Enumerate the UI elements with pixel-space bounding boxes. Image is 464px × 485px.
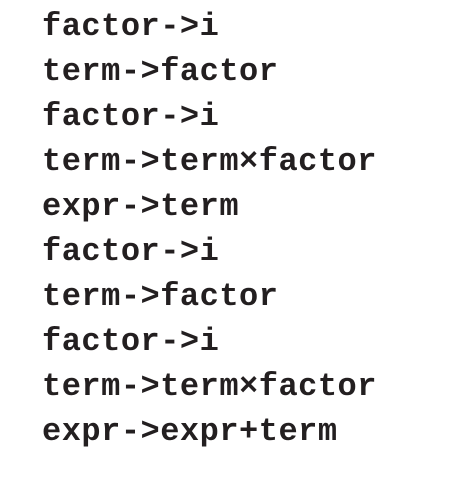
production-rule: factor->i	[42, 98, 220, 135]
production-rule: term->term×factor	[42, 143, 377, 180]
production-rule: factor->i	[42, 233, 220, 270]
production-rule-list: factor->i term->factor factor->i term->t…	[42, 4, 377, 454]
production-rule: expr->term	[42, 188, 240, 225]
production-rule: term->term×factor	[42, 368, 377, 405]
production-rule: term->factor	[42, 53, 279, 90]
production-rule: expr->expr+term	[42, 413, 338, 450]
production-rule: factor->i	[42, 8, 220, 45]
production-rule: term->factor	[42, 278, 279, 315]
production-rule: factor->i	[42, 323, 220, 360]
